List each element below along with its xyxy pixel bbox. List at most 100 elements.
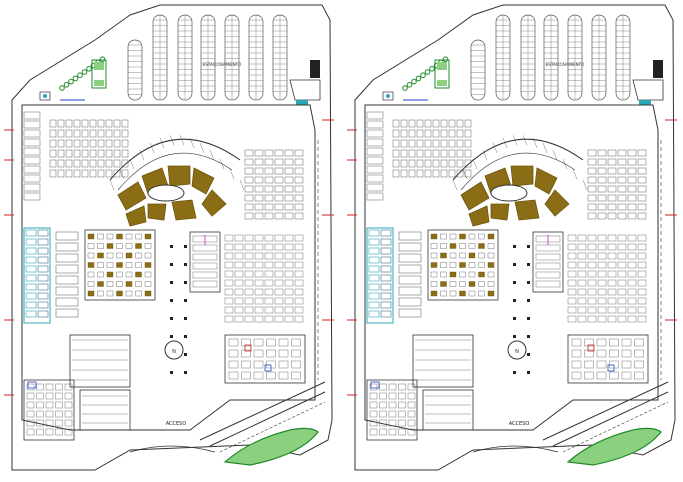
store-unit bbox=[617, 194, 627, 202]
store-unit bbox=[587, 158, 597, 166]
store-unit bbox=[241, 349, 251, 358]
shelf-unit bbox=[73, 169, 81, 178]
department-fixture bbox=[106, 262, 114, 268]
store-unit bbox=[294, 176, 304, 184]
shelf-unit bbox=[36, 428, 44, 436]
shelf-unit bbox=[627, 279, 637, 287]
access-label: ACCESO bbox=[166, 421, 187, 427]
storage-cell bbox=[366, 138, 384, 147]
shelf-unit bbox=[49, 129, 57, 138]
store-unit bbox=[535, 280, 561, 288]
curb-curve bbox=[472, 445, 559, 453]
shelf-unit bbox=[398, 383, 406, 391]
department-fixture bbox=[144, 271, 152, 278]
shelf-unit bbox=[57, 149, 65, 158]
shelf-unit bbox=[407, 428, 416, 436]
store-unit bbox=[228, 371, 239, 380]
shelf-unit bbox=[379, 419, 387, 427]
department-fixture bbox=[116, 281, 123, 287]
department-fixture bbox=[459, 290, 466, 297]
shelf-unit bbox=[49, 149, 57, 158]
aqua-cell bbox=[380, 247, 392, 255]
department-fixture bbox=[449, 271, 457, 278]
tree bbox=[429, 66, 435, 72]
store-unit bbox=[607, 149, 617, 157]
department-fixture bbox=[144, 281, 152, 287]
shelf-unit bbox=[97, 139, 105, 148]
shelf-unit bbox=[73, 149, 81, 158]
shelf-unit bbox=[637, 306, 647, 314]
shelf-unit bbox=[392, 119, 400, 128]
store-unit bbox=[278, 349, 289, 358]
aqua-cell bbox=[380, 256, 392, 264]
shelf-unit bbox=[567, 288, 577, 296]
rotunda-rib bbox=[159, 137, 165, 148]
rotunda-rib bbox=[492, 142, 498, 154]
shelf-unit bbox=[254, 270, 264, 278]
shelf-unit bbox=[36, 383, 44, 391]
shelf-unit bbox=[294, 315, 304, 323]
shelf-unit bbox=[254, 261, 264, 269]
north-arrow-label: N bbox=[515, 349, 519, 355]
department-fixture bbox=[144, 290, 152, 297]
shelf-unit bbox=[224, 315, 234, 323]
rotunda-rib bbox=[119, 169, 125, 180]
department-fixture bbox=[478, 262, 485, 268]
parking-row bbox=[127, 39, 143, 101]
store-unit bbox=[284, 185, 294, 193]
store-unit bbox=[274, 212, 284, 220]
shelf-unit bbox=[607, 234, 617, 242]
shelf-unit bbox=[294, 306, 304, 314]
aqua-cell bbox=[37, 301, 49, 309]
store-unit bbox=[634, 360, 644, 369]
shelf-unit bbox=[398, 392, 406, 400]
storage-cell bbox=[23, 120, 41, 129]
retail-block bbox=[567, 334, 649, 384]
department-fixture bbox=[116, 271, 123, 278]
store-unit bbox=[637, 194, 647, 202]
shelf-unit bbox=[45, 419, 54, 427]
shelf-unit bbox=[432, 149, 440, 158]
store-unit bbox=[294, 185, 304, 193]
tree bbox=[99, 56, 106, 63]
shelf-unit bbox=[294, 252, 304, 260]
shelf-unit bbox=[65, 139, 73, 148]
road-edge bbox=[209, 391, 326, 447]
shelf-unit bbox=[97, 159, 105, 168]
column bbox=[527, 299, 530, 302]
shelf-unit bbox=[49, 119, 57, 128]
department-fixture bbox=[97, 252, 104, 259]
service-block bbox=[79, 389, 131, 431]
department-fixture bbox=[135, 252, 142, 259]
shelf-unit bbox=[244, 270, 254, 278]
storage-cell bbox=[23, 156, 41, 165]
shelf-unit bbox=[379, 410, 387, 418]
shelf-unit bbox=[400, 149, 408, 158]
column bbox=[184, 263, 187, 266]
aqua-cell bbox=[37, 310, 49, 318]
aqua-cell bbox=[25, 274, 37, 282]
shelf-unit bbox=[234, 270, 244, 278]
shelf-unit bbox=[400, 159, 408, 168]
shelf-unit bbox=[89, 149, 97, 158]
store-unit bbox=[264, 158, 274, 166]
shelf-unit bbox=[81, 139, 89, 148]
shelf-unit bbox=[407, 401, 416, 409]
column bbox=[170, 317, 173, 320]
store-unit bbox=[294, 212, 304, 220]
shelf-unit bbox=[81, 159, 89, 168]
shelf-unit bbox=[234, 288, 244, 296]
aqua-cell bbox=[368, 247, 380, 255]
anchor-store bbox=[23, 379, 75, 441]
storage-cell bbox=[23, 174, 41, 183]
department-fixture bbox=[449, 233, 457, 240]
shelf-unit bbox=[587, 297, 597, 305]
shelf-unit bbox=[284, 279, 294, 287]
store-unit bbox=[637, 176, 647, 184]
shelf-unit bbox=[597, 315, 607, 323]
department-fixture bbox=[125, 290, 133, 297]
rotunda-rib bbox=[239, 179, 245, 191]
department-fixture bbox=[116, 290, 123, 297]
shelf-unit bbox=[294, 234, 304, 242]
